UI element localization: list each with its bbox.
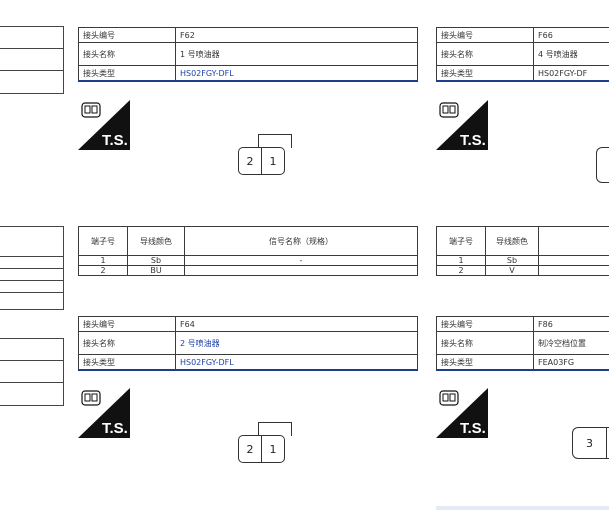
header-wire-color: 导线颜色 xyxy=(127,226,185,256)
label-connector-type: 接头类型 xyxy=(78,65,176,82)
left-partial-divider xyxy=(0,256,63,257)
cell-wire-color: V xyxy=(485,265,539,276)
header-signal-name: 信号名称（规格） xyxy=(184,226,418,256)
value-connector-name: 1 号喷油器 xyxy=(175,42,418,66)
connector-face-f64: 2 1 xyxy=(238,422,310,472)
left-partial-table-top xyxy=(0,26,64,94)
cell-terminal: 1 xyxy=(436,255,486,266)
pin-3: 3 xyxy=(573,428,607,458)
pin-table-f66: 端子号 导线颜色 1 Sb 2 V xyxy=(436,226,609,276)
cell-signal xyxy=(538,265,609,276)
pin-2: 2 xyxy=(238,147,262,175)
value-connector-name: 2 号喷油器 xyxy=(175,331,418,355)
value-connector-type: HS02FGY-DFL xyxy=(175,65,418,82)
label-connector-type: 接头类型 xyxy=(78,354,176,371)
connector-info-f62: 接头编号 F62 接头名称 1 号喷油器 接头类型 HS02FGY-DFL xyxy=(78,27,418,82)
value-connector-no: F64 xyxy=(175,316,418,332)
header-terminal-no: 端子号 xyxy=(436,226,486,256)
left-partial-divider xyxy=(0,268,63,269)
label-connector-name: 接头名称 xyxy=(436,42,534,66)
cell-wire-color: Sb xyxy=(127,255,185,266)
pin-1: 1 xyxy=(261,435,285,463)
label-connector-type: 接头类型 xyxy=(436,65,534,82)
value-connector-no: F62 xyxy=(175,27,418,43)
ts-terminal-side-icon: T.S. xyxy=(78,388,130,438)
label-connector-type: 接头类型 xyxy=(436,354,534,371)
label-connector-name: 接头名称 xyxy=(78,331,176,355)
connector-info-f64: 接头编号 F64 接头名称 2 号喷油器 接头类型 HS02FGY-DFL xyxy=(78,316,418,371)
ts-label: T.S. xyxy=(102,132,128,149)
connector-info-f86: 接头编号 F86 接头名称 制冷空档位置 接头类型 FEA03FG xyxy=(436,316,609,371)
left-partial-table-bottom xyxy=(0,338,64,406)
cell-signal xyxy=(184,265,418,276)
header-terminal-no: 端子号 xyxy=(78,226,128,256)
ts-terminal-side-icon: T.S. xyxy=(436,100,488,150)
ts-label: T.S. xyxy=(460,132,486,149)
cell-wire-color: Sb xyxy=(485,255,539,266)
label-connector-name: 接头名称 xyxy=(78,42,176,66)
cell-signal: - xyxy=(184,255,418,266)
ts-terminal-side-icon: T.S. xyxy=(436,388,488,438)
pin-2: 2 xyxy=(238,435,262,463)
ts-label: T.S. xyxy=(460,420,486,437)
cell-terminal: 2 xyxy=(436,265,486,276)
value-connector-name: 制冷空档位置 xyxy=(533,331,609,355)
left-partial-divider xyxy=(0,292,63,293)
cell-terminal: 1 xyxy=(78,255,128,266)
value-connector-no: F86 xyxy=(533,316,609,332)
label-connector-no: 接头编号 xyxy=(78,316,176,332)
label-connector-name: 接头名称 xyxy=(436,331,534,355)
connector-face-f62: 2 1 xyxy=(238,134,310,184)
value-connector-type: HS02FGY-DF xyxy=(533,65,609,82)
left-partial-divider xyxy=(0,382,63,383)
pin-table-f62: 端子号 导线颜色 信号名称（规格） 1 Sb - 2 BU xyxy=(78,226,418,276)
left-partial-divider xyxy=(0,360,63,361)
connector-face-f86-partial: 3 xyxy=(572,427,609,459)
label-connector-no: 接头编号 xyxy=(436,27,534,43)
cell-terminal: 2 xyxy=(78,265,128,276)
left-partial-divider xyxy=(0,280,63,281)
left-partial-divider xyxy=(0,48,63,49)
header-wire-color: 导线颜色 xyxy=(485,226,539,256)
cell-signal xyxy=(538,255,609,266)
connector-info-f66: 接头编号 F66 接头名称 4 号喷油器 接头类型 HS02FGY-DF xyxy=(436,27,609,82)
cell-wire-color: BU xyxy=(127,265,185,276)
header-signal-name xyxy=(538,226,609,256)
connector-face-f66-partial xyxy=(596,147,609,183)
ts-label: T.S. xyxy=(102,420,128,437)
value-connector-type: HS02FGY-DFL xyxy=(175,354,418,371)
partial-table-edge xyxy=(436,506,609,510)
left-partial-divider xyxy=(0,70,63,71)
value-connector-no: F66 xyxy=(533,27,609,43)
left-partial-table-mid xyxy=(0,226,64,310)
label-connector-no: 接头编号 xyxy=(78,27,176,43)
label-connector-no: 接头编号 xyxy=(436,316,534,332)
value-connector-type: FEA03FG xyxy=(533,354,609,371)
pin-1: 1 xyxy=(261,147,285,175)
value-connector-name: 4 号喷油器 xyxy=(533,42,609,66)
ts-terminal-side-icon: T.S. xyxy=(78,100,130,150)
